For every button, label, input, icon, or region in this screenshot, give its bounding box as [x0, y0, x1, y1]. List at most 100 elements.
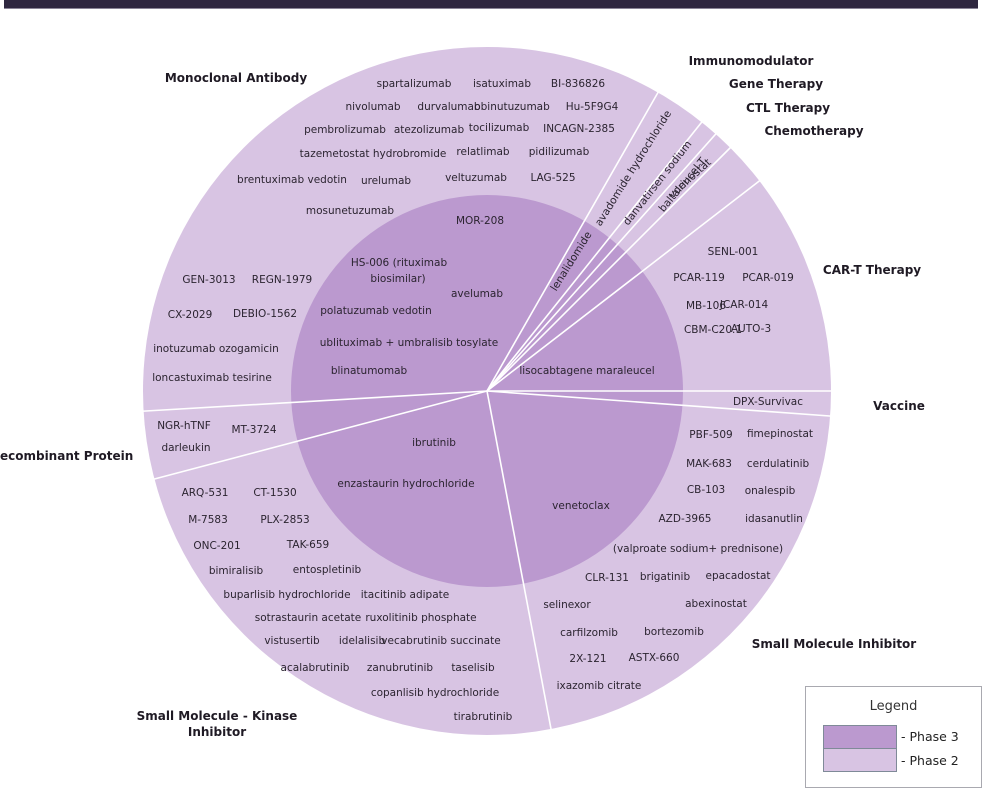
- drug-label: ibrutinib: [412, 437, 456, 449]
- drug-label: brentuximab vedotin: [237, 174, 347, 186]
- drug-label: brigatinib: [640, 571, 691, 583]
- drug-label: JCAR-014: [719, 299, 769, 311]
- drug-label: onalespib: [745, 485, 796, 497]
- drug-label: pidilizumab: [529, 146, 590, 158]
- divider-ray: [486, 67, 673, 392]
- legend-swatch-phase3: [823, 725, 897, 749]
- drug-label: ublituximab + umbralisib tosylate: [320, 337, 499, 349]
- category-label-monoclonal-antibody: Monoclonal Antibody: [165, 71, 307, 85]
- drug-label: obinutuzumab: [474, 101, 550, 113]
- drug-label: tirabrutinib: [454, 711, 513, 723]
- drug-label: MOR-208: [456, 215, 504, 227]
- drug-label: darleukin: [161, 442, 210, 454]
- drug-label: spartalizumab: [377, 78, 452, 90]
- drug-label: MT-3724: [231, 424, 276, 436]
- drug-label: PLX-2853: [260, 514, 309, 526]
- divider-ray: [486, 164, 781, 392]
- category-label-vaccine: Vaccine: [873, 399, 925, 413]
- drug-label: LAG-525: [530, 172, 575, 184]
- drug-label: 2X-121: [569, 653, 606, 665]
- drug-label: epacadostat: [706, 570, 771, 582]
- drug-label: inotuzumab ozogamicin: [153, 343, 279, 355]
- divider-ray: [486, 390, 858, 419]
- category-label-gene-therapy: Gene Therapy: [729, 77, 823, 91]
- header-bar: [4, 0, 978, 9]
- legend-label-phase2: - Phase 2: [901, 753, 959, 768]
- category-label-recombinant-protein: Recombinant Protein: [0, 449, 133, 463]
- drug-label: polatuzumab vedotin: [320, 305, 432, 317]
- drug-label: HS-006 (rituximab: [351, 257, 448, 269]
- drug-label: BI-836826: [551, 78, 605, 90]
- drug-label: TAK-659: [286, 539, 329, 551]
- legend-swatch-phase2: [823, 748, 897, 772]
- category-dividers: [111, 67, 858, 751]
- drug-label: taselisib: [451, 662, 495, 674]
- drug-label: enzastaurin hydrochloride: [337, 478, 474, 490]
- category-label-car-t-therapy: CAR-T Therapy: [823, 263, 921, 277]
- divider-ray: [486, 129, 749, 392]
- drug-label: idelalisib: [339, 635, 386, 647]
- drug-label: lisocabtagene maraleucel: [519, 365, 654, 377]
- drug-label: MAK-683: [686, 458, 732, 470]
- drug-label: DPX-Survivac: [733, 396, 803, 408]
- drug-label: NGR-hTNF: [157, 420, 211, 432]
- drug-label: selinexor: [543, 599, 591, 611]
- legend: Legend - Phase 3 - Phase 2: [805, 686, 982, 788]
- drug-label: ixazomib citrate: [557, 680, 642, 692]
- drug-label: venetoclax: [552, 500, 610, 512]
- drug-label: GEN-3013: [182, 274, 235, 286]
- drug-label: acalabrutinib: [281, 662, 350, 674]
- drug-label: mosunetuzumab: [306, 205, 394, 217]
- drug-label: abexinostat: [685, 598, 747, 610]
- drug-label: CLR-131: [585, 572, 629, 584]
- drug-label: (valproate sodium+ prednisone): [613, 543, 783, 555]
- drug-label: INCAGN-2385: [543, 123, 615, 135]
- drug-label: urelumab: [361, 175, 411, 187]
- category-label-kinase-inhibitor: Small Molecule - Kinase: [137, 709, 298, 723]
- drug-label: tocilizumab: [469, 122, 530, 134]
- drug-label: vecabrutinib succinate: [381, 635, 500, 647]
- divider-ray: [486, 102, 718, 392]
- drug-label: atezolizumab: [394, 124, 465, 136]
- legend-label-phase3: - Phase 3: [901, 729, 959, 744]
- drug-label: nivolumab: [345, 101, 400, 113]
- drug-label: CT-1530: [253, 487, 296, 499]
- divider-ray: [486, 117, 731, 392]
- drug-label: durvalumab: [417, 101, 481, 113]
- drug-label: CX-2029: [168, 309, 213, 321]
- drug-label: MB-106: [686, 300, 726, 312]
- drug-label: biosimilar): [370, 273, 425, 285]
- drug-label: ARQ-531: [182, 487, 229, 499]
- drug-label: ASTX-660: [629, 652, 680, 664]
- drug-label: isatuximab: [473, 78, 531, 90]
- drug-label: vistusertib: [264, 635, 320, 647]
- drug-label: DEBIO-1562: [233, 308, 297, 320]
- drug-label: pembrolizumab: [304, 124, 386, 136]
- drug-label: bimiralisib: [209, 565, 264, 577]
- drug-label: loncastuximab tesirine: [152, 372, 272, 384]
- drug-label: carfilzomib: [560, 627, 618, 639]
- drug-label: REGN-1979: [252, 274, 312, 286]
- category-label-ctl-therapy: CTL Therapy: [746, 101, 830, 115]
- drug-label: PBF-509: [689, 429, 732, 441]
- category-label-immunomodulator: Immunomodulator: [689, 54, 814, 68]
- divider-ray: [111, 390, 488, 414]
- drug-label: zanubrutinib: [367, 662, 433, 674]
- drug-label: idasanutlin: [745, 513, 803, 525]
- drug-label: PCAR-119: [673, 272, 725, 284]
- category-label-chemotherapy: Chemotherapy: [764, 124, 863, 138]
- divider-ray: [486, 390, 556, 751]
- drug-label: relatlimab: [456, 146, 510, 158]
- drug-label: cerdulatinib: [747, 458, 810, 470]
- drug-label: SENL-001: [708, 246, 759, 258]
- drug-label: copanlisib hydrochloride: [371, 687, 499, 699]
- drug-label: buparlisib hydrochloride: [223, 589, 350, 601]
- category-label-kinase-inhibitor-line2: Inhibitor: [188, 725, 246, 739]
- drug-label: Hu-5F9G4: [566, 101, 619, 113]
- drug-label: PCAR-019: [742, 272, 794, 284]
- drug-label: ONC-201: [193, 540, 240, 552]
- divider-ray: [127, 390, 488, 487]
- drug-label: CB-103: [687, 484, 725, 496]
- drug-label: veltuzumab: [445, 172, 507, 184]
